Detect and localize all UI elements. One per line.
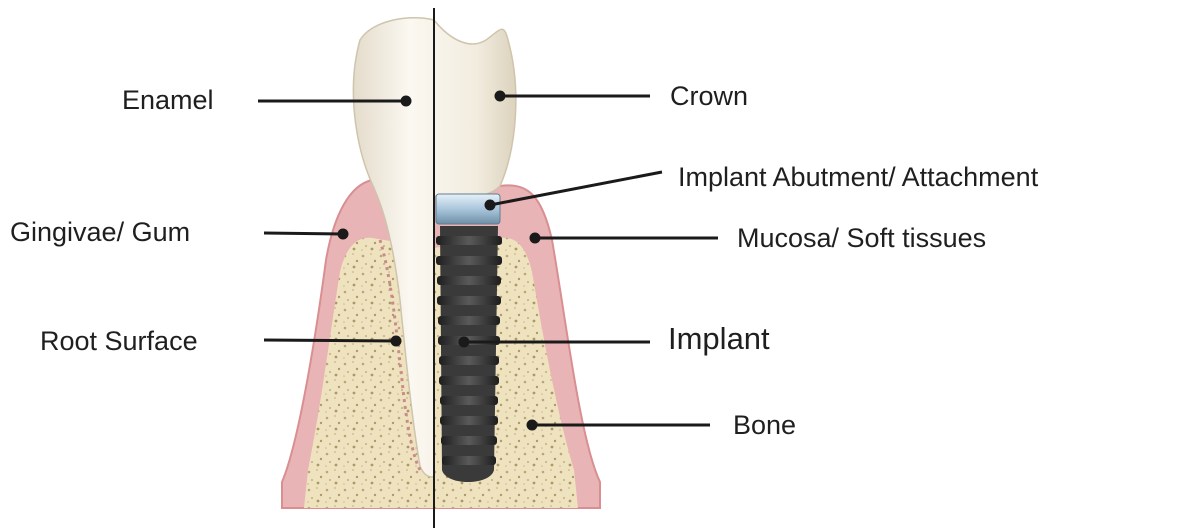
gingivae-leader bbox=[264, 233, 343, 234]
root-surface-dot bbox=[392, 337, 400, 345]
label-root-surface: Root Surface bbox=[40, 325, 198, 357]
label-abutment: Implant Abutment/ Attachment bbox=[678, 161, 1038, 193]
label-mucosa: Mucosa/ Soft tissues bbox=[737, 222, 986, 254]
label-gingivae: Gingivae/ Gum bbox=[10, 216, 190, 248]
crown-dot bbox=[496, 92, 504, 100]
label-implant: Implant bbox=[668, 323, 770, 355]
mucosa-dot bbox=[531, 234, 539, 242]
label-crown: Crown bbox=[670, 80, 748, 112]
enamel-dot bbox=[402, 97, 410, 105]
bone-dot bbox=[528, 421, 536, 429]
gingivae-dot bbox=[339, 230, 347, 238]
implant-dot bbox=[460, 338, 468, 346]
label-bone: Bone bbox=[733, 409, 796, 441]
abutment-dot bbox=[486, 201, 494, 209]
label-enamel: Enamel bbox=[122, 84, 214, 116]
root-surface-leader bbox=[264, 340, 396, 341]
